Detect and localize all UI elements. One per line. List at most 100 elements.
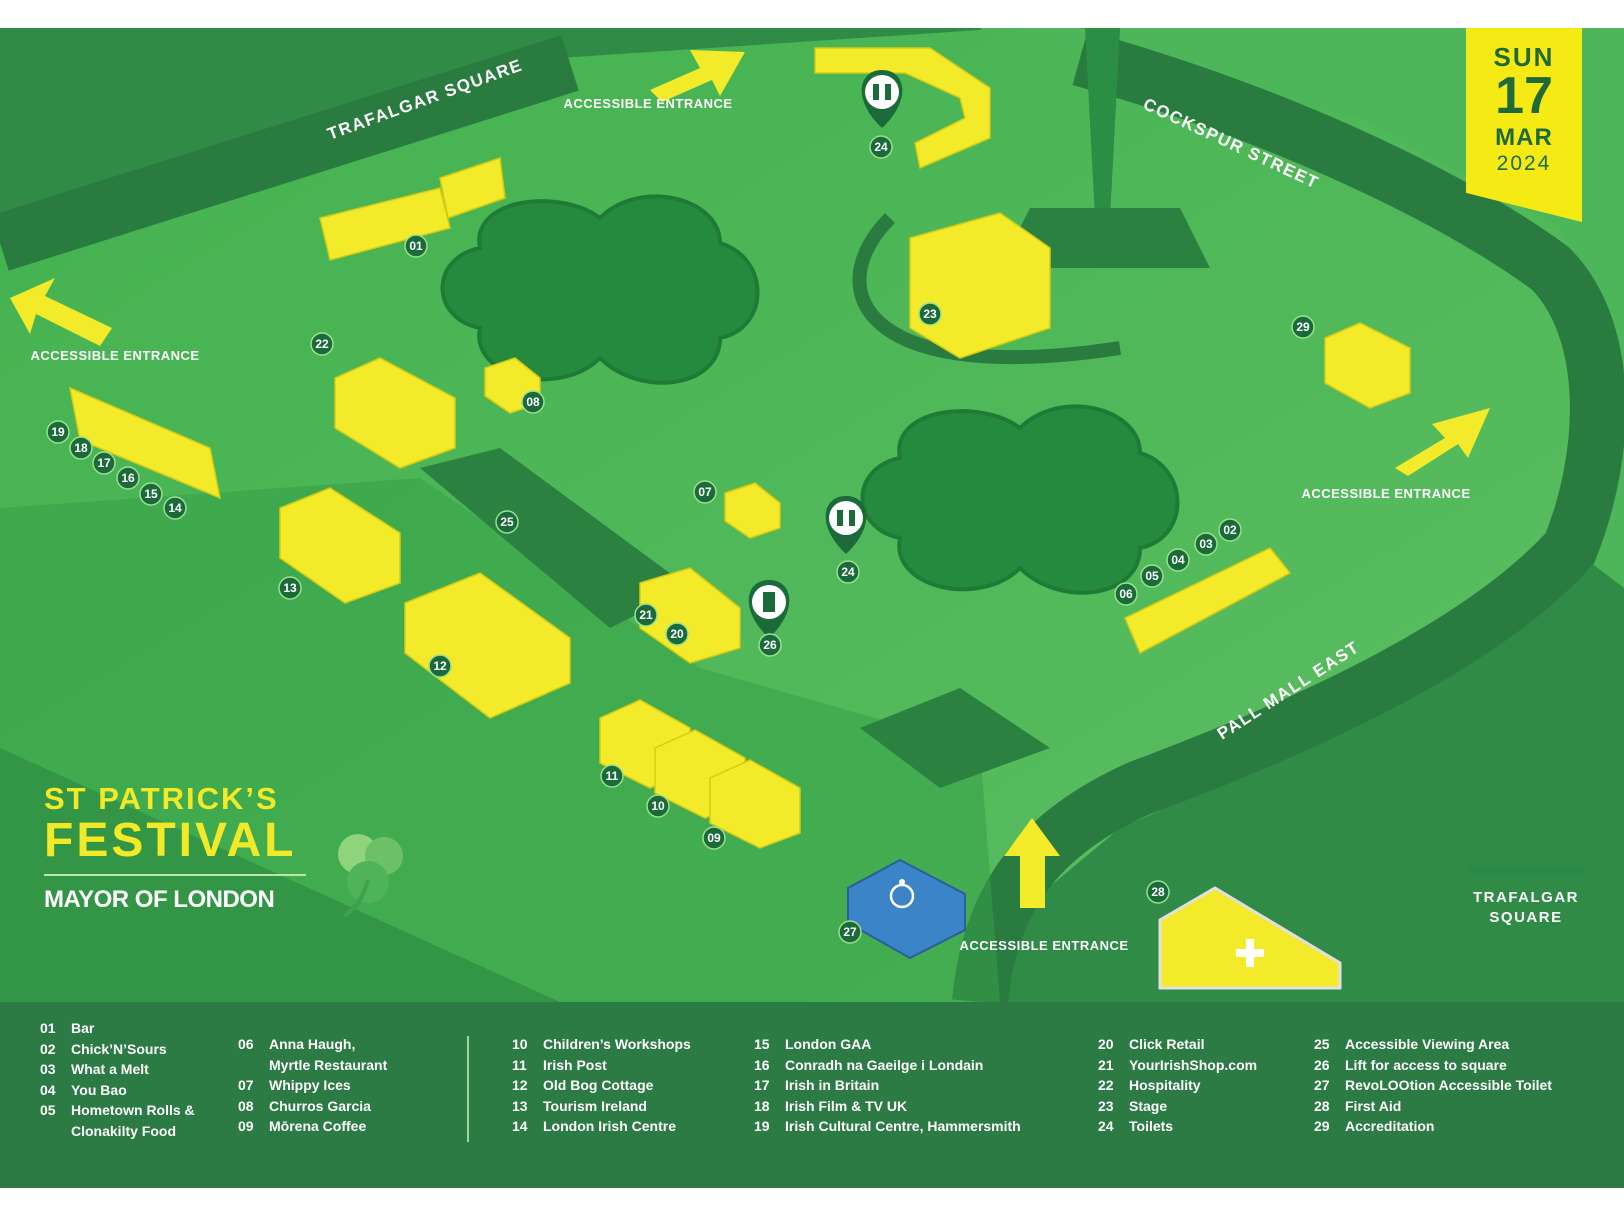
date-badge: SUN 17 MAR 2024 xyxy=(1466,28,1582,222)
marker-number: 14 xyxy=(168,501,182,515)
marker-circle xyxy=(521,390,545,414)
arrow-east xyxy=(1395,408,1490,476)
marker-number: 09 xyxy=(707,831,721,845)
marker-01: 01 xyxy=(404,234,428,258)
marker-circle xyxy=(836,560,860,584)
legend-item-number: 27 xyxy=(1314,1077,1330,1093)
legend-item-name: Irish Cultural Centre, Hammersmith xyxy=(785,1118,1021,1134)
toilets-icon xyxy=(825,496,867,554)
marker-circle xyxy=(310,332,334,356)
marker-08: 08 xyxy=(521,390,545,414)
marker-25: 25 xyxy=(495,510,519,534)
arrow-south xyxy=(1004,818,1060,908)
marker-circle xyxy=(163,496,187,520)
festival-map: TRAFALGAR SQUARE COCKSPUR STREET PALL MA… xyxy=(0,28,1624,1188)
marker-number: 24 xyxy=(841,565,855,579)
legend-item-name: London Irish Centre xyxy=(543,1118,676,1134)
south-steps xyxy=(860,688,1050,788)
legend-item-number: 01 xyxy=(40,1020,56,1036)
legend-item-number: 03 xyxy=(40,1061,56,1077)
legend-item-name: Accessible Viewing Area xyxy=(1345,1036,1510,1052)
marker-number: 05 xyxy=(1145,569,1159,583)
marker-number: 11 xyxy=(606,769,619,783)
legend-item-number: 19 xyxy=(754,1118,770,1134)
fountain-south xyxy=(860,404,1180,595)
marker-circle xyxy=(918,302,942,326)
marker-circle xyxy=(758,633,782,657)
legend-item-name: Click Retail xyxy=(1129,1036,1205,1052)
trafalgar-square-corner: TRAFALGAR SQUARE xyxy=(1468,866,1584,928)
marker-circle xyxy=(634,603,658,627)
marker-04: 04 xyxy=(1166,548,1190,572)
marker-number: 24 xyxy=(874,140,888,154)
marker-05: 05 xyxy=(1140,564,1164,588)
marker-number: 19 xyxy=(51,425,65,439)
legend-item-name: Conradh na Gaeilge i Londain xyxy=(785,1056,984,1073)
marker-number: 15 xyxy=(144,487,158,501)
shamrock-icon xyxy=(338,834,403,918)
legend-item-name: Tourism Ireland xyxy=(543,1097,647,1114)
marker-circle xyxy=(1291,315,1315,339)
marker-circle xyxy=(693,480,717,504)
legend-item-number: 12 xyxy=(512,1077,528,1093)
legend-item-name: Bar xyxy=(71,1020,95,1036)
arrow-west xyxy=(10,278,112,346)
date-number: 17 xyxy=(1495,67,1553,125)
legend-item-name: Chick’N’Sours xyxy=(71,1040,167,1057)
marker-07: 07 xyxy=(693,480,717,504)
legend-item-number: 18 xyxy=(754,1097,770,1114)
marker-circle xyxy=(428,654,452,678)
marker-circle xyxy=(665,622,689,646)
legend-item-number: 28 xyxy=(1314,1097,1330,1114)
festival-title-line1: ST PATRICK’S xyxy=(44,781,279,816)
legend-item-name: Accreditation xyxy=(1345,1118,1435,1134)
marker-circle xyxy=(116,466,140,490)
corner-bar xyxy=(1468,866,1584,876)
marker-number: 21 xyxy=(639,608,653,622)
legend-item-number: 23 xyxy=(1098,1097,1114,1114)
marker-19: 19 xyxy=(46,420,70,444)
marker-29: 29 xyxy=(1291,315,1315,339)
marker-24: 24 xyxy=(869,135,893,159)
organizer-name: MAYOR OF LONDON xyxy=(44,886,275,913)
legend-item-name: Irish in Britain xyxy=(785,1077,880,1093)
marker-12: 12 xyxy=(428,654,452,678)
marker-number: 08 xyxy=(526,395,540,409)
legend-item-name: First Aid xyxy=(1345,1097,1402,1114)
legend-item-number: 05 xyxy=(40,1102,56,1118)
marker-circle xyxy=(1140,564,1164,588)
legend-item-name: London GAA xyxy=(785,1036,872,1052)
accessible-icon xyxy=(889,879,915,909)
marker-circle xyxy=(139,482,163,506)
toilets-icon xyxy=(861,70,903,128)
viewing-steps xyxy=(420,448,690,628)
structure-stalls-14-19 xyxy=(68,386,222,500)
legend-item-number: 07 xyxy=(238,1077,254,1093)
marker-14: 14 xyxy=(163,496,187,520)
festival-title-line2: FESTIVAL xyxy=(44,814,297,867)
marker-circle xyxy=(404,234,428,258)
arrow-north xyxy=(650,50,745,102)
legend-item-name: Irish Film & TV UK xyxy=(785,1097,908,1114)
legend-item-number: 09 xyxy=(238,1118,254,1134)
marker-number: 06 xyxy=(1119,587,1133,601)
marker-circle xyxy=(1114,582,1138,606)
legend-item-name: YourIrishShop.com xyxy=(1129,1056,1258,1073)
structure-stalls-02-06 xyxy=(1124,547,1292,655)
marker-03: 03 xyxy=(1194,532,1218,556)
